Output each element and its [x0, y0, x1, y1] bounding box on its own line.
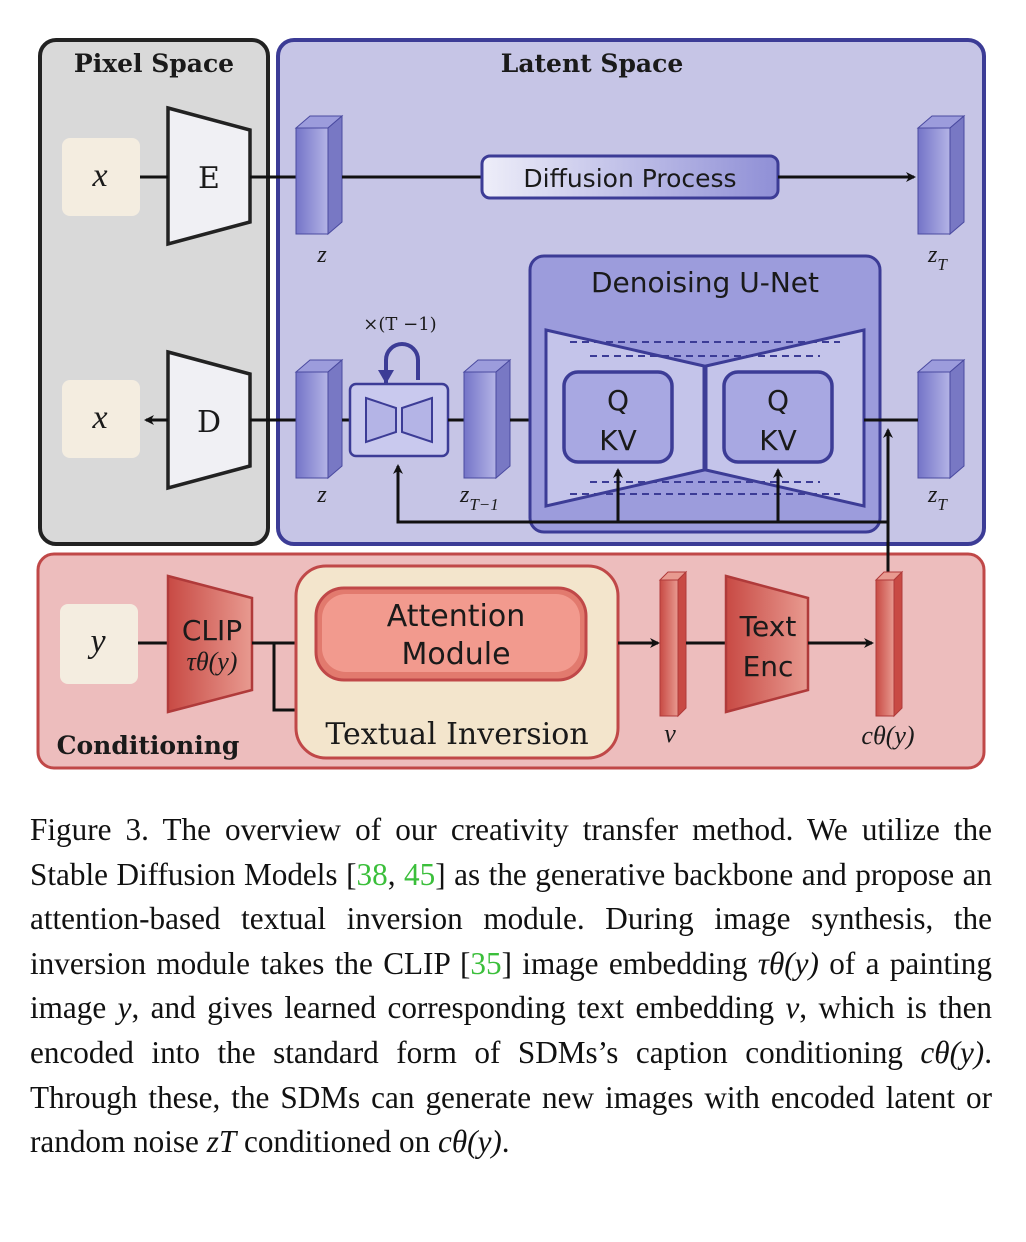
svg-text:x: x — [91, 157, 107, 194]
svg-text:zT: zT — [927, 482, 948, 514]
svg-text:y: y — [87, 623, 106, 660]
svg-text:KV: KV — [759, 424, 797, 457]
output-image-x: x — [62, 380, 140, 458]
attention-module-label: Attention — [387, 599, 525, 634]
svg-text:Module: Module — [401, 637, 510, 672]
latent-space-title: Latent Space — [501, 49, 684, 78]
svg-text:z: z — [316, 482, 327, 508]
svg-text:Text: Text — [739, 610, 797, 643]
citation-45[interactable]: 45 — [404, 856, 436, 892]
latent-block-zT-top: zT — [916, 114, 966, 274]
svg-text:Enc: Enc — [743, 650, 794, 683]
input-image-x: x — [62, 138, 140, 216]
textual-inversion-label: Textual Inversion — [325, 717, 588, 752]
latent-block-z-bottom: z — [294, 358, 344, 508]
svg-text:Q: Q — [767, 384, 789, 417]
figure-caption: Figure 3. The overview of our creativity… — [30, 812, 993, 1160]
svg-text:τθ(y): τθ(y) — [187, 647, 238, 676]
svg-text:zT−1: zT−1 — [459, 482, 499, 514]
pixel-space-title: Pixel Space — [74, 49, 234, 78]
svg-text:Q: Q — [607, 384, 629, 417]
cross-attention-block-right: Q KV — [722, 370, 834, 464]
svg-text:Denoising U-Net: Denoising U-Net — [591, 266, 819, 299]
text-embedding-v: v — [658, 570, 688, 748]
clip-encoder-block: CLIP τθ(y) — [166, 574, 254, 714]
decoder-block: D — [166, 349, 252, 491]
denoise-step-block — [348, 382, 450, 458]
encoder-block: E — [166, 105, 252, 247]
text-encoder-block: Text Enc — [724, 574, 810, 714]
svg-text:v: v — [664, 719, 676, 748]
svg-text:zT: zT — [927, 242, 948, 274]
conditioning-title: Conditioning — [57, 731, 240, 760]
textual-inversion-module: Attention Module Textual Inversion — [294, 564, 620, 760]
svg-text:cθ(y): cθ(y) — [861, 721, 914, 750]
svg-text:CLIP: CLIP — [182, 614, 242, 647]
svg-text:KV: KV — [599, 424, 637, 457]
latent-block-zT-1: zT−1 — [459, 358, 512, 514]
method-overview-diagram: Pixel Space Latent Space Conditioning x … — [36, 38, 986, 770]
latent-block-z-top: z — [294, 114, 344, 268]
svg-text:x: x — [91, 399, 107, 436]
input-painting-y: y — [60, 604, 138, 684]
citation-35[interactable]: 35 — [470, 945, 502, 981]
loop-count-label: ×(T −1) — [363, 314, 436, 335]
svg-text:z: z — [316, 242, 327, 268]
diffusion-process-box: Diffusion Process — [480, 154, 780, 200]
loop-arrow-icon — [378, 342, 420, 384]
svg-text:E: E — [198, 161, 220, 196]
svg-text:D: D — [197, 405, 221, 440]
svg-text:Diffusion Process: Diffusion Process — [523, 164, 736, 193]
caption-conditioning-c: cθ(y) — [861, 570, 915, 750]
latent-block-zT-bottom: zT — [916, 358, 966, 514]
citation-38[interactable]: 38 — [356, 856, 388, 892]
conditioning-routing-lines — [393, 428, 893, 572]
cross-attention-block-left: Q KV — [562, 370, 674, 464]
